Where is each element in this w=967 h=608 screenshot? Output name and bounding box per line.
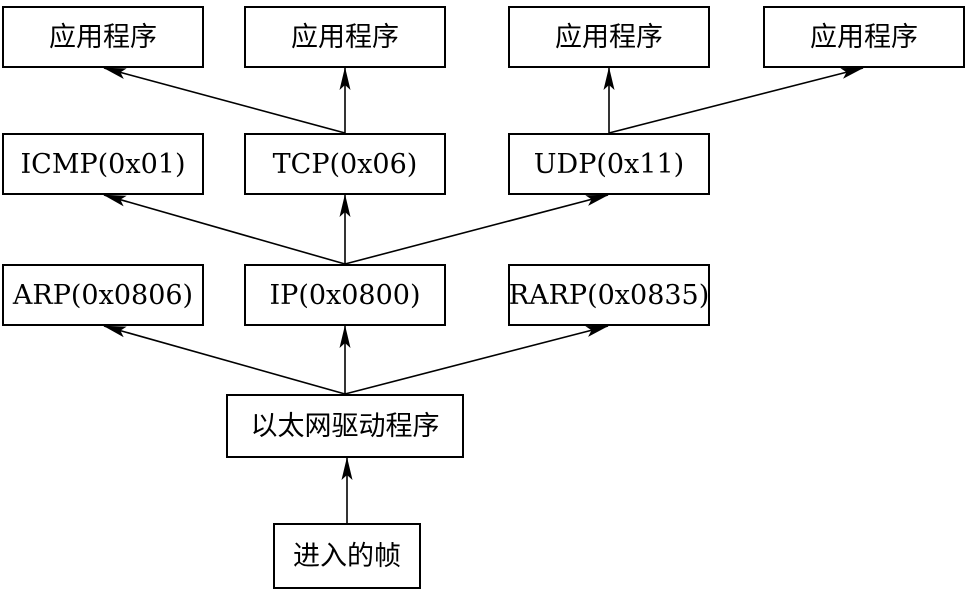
node-tcp-label: TCP(0x06) xyxy=(272,148,418,180)
node-arp-label: ARP(0x0806) xyxy=(12,279,194,311)
node-app-1: 应用程序 xyxy=(2,6,204,68)
node-icmp-label: ICMP(0x01) xyxy=(20,148,186,180)
node-app-3: 应用程序 xyxy=(508,6,710,68)
edge-udp-to-app4 xyxy=(608,67,864,134)
node-ethernet-driver: 以太网驱动程序 xyxy=(226,394,464,458)
node-app-2-label: 应用程序 xyxy=(291,21,399,53)
edge-driver-to-arp xyxy=(103,325,346,395)
node-app-2: 应用程序 xyxy=(244,6,446,68)
node-arp: ARP(0x0806) xyxy=(2,264,204,326)
node-icmp: ICMP(0x01) xyxy=(2,133,204,195)
node-incoming-frame-label: 进入的帧 xyxy=(293,540,401,572)
node-ip: IP(0x0800) xyxy=(244,264,446,326)
edge-driver-to-rarp xyxy=(344,325,609,395)
node-udp: UDP(0x11) xyxy=(508,133,710,195)
node-ethernet-driver-label: 以太网驱动程序 xyxy=(250,410,440,442)
node-app-1-label: 应用程序 xyxy=(49,21,157,53)
edge-tcp-to-app1 xyxy=(103,67,346,134)
node-rarp: RARP(0x0835) xyxy=(508,264,710,326)
node-app-4: 应用程序 xyxy=(763,6,965,68)
node-udp-label: UDP(0x11) xyxy=(533,148,685,180)
node-rarp-label: RARP(0x0835) xyxy=(508,279,710,311)
node-app-4-label: 应用程序 xyxy=(810,21,918,53)
node-incoming-frame: 进入的帧 xyxy=(273,523,421,589)
edge-ip-to-udp xyxy=(344,194,609,265)
node-app-3-label: 应用程序 xyxy=(555,21,663,53)
node-ip-label: IP(0x0800) xyxy=(269,279,421,311)
node-tcp: TCP(0x06) xyxy=(244,133,446,195)
edge-ip-to-icmp xyxy=(103,194,346,265)
